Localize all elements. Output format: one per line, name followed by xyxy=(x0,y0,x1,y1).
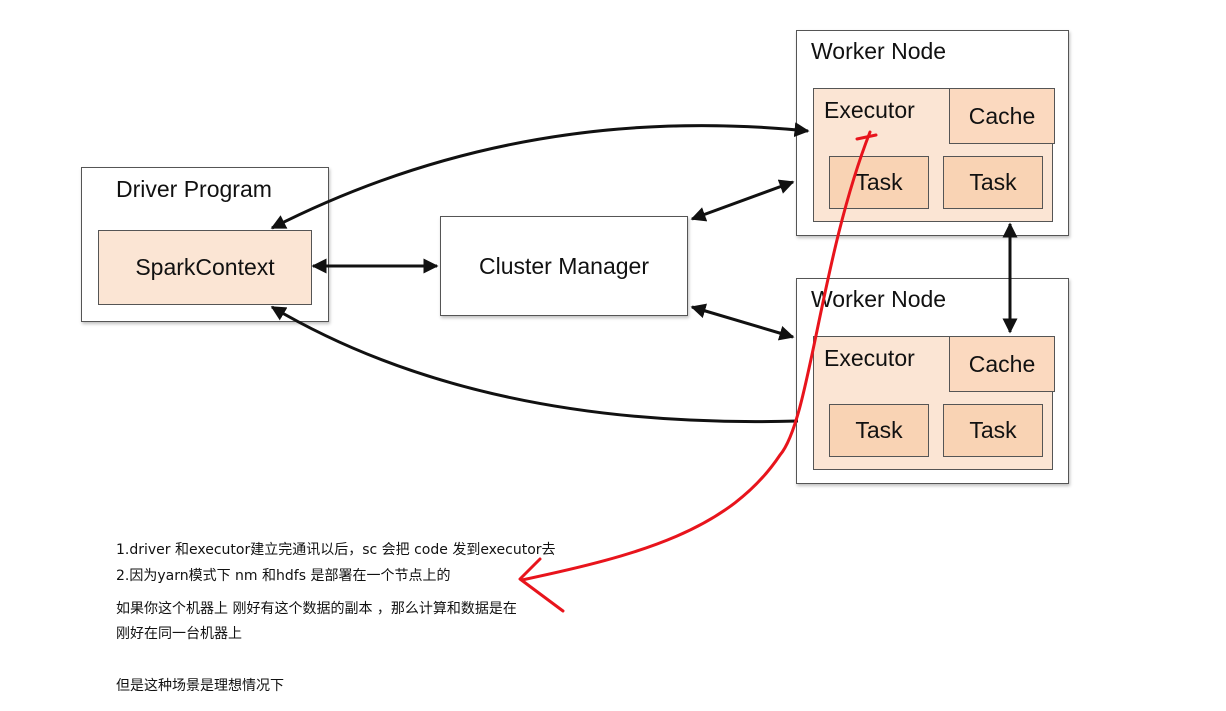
note-3: 如果你这个机器上 刚好有这个数据的副本 ，那么计算和数据是在 xyxy=(116,601,517,617)
executor-1-box: Executor Cache Task Task xyxy=(813,88,1055,222)
driver-program-title: Driver Program xyxy=(116,176,272,202)
arrow-manager-worker2 xyxy=(690,303,795,341)
arrow-manager-worker1 xyxy=(690,179,795,222)
note-2: 2.因为yarn模式下 nm 和hdfs 是部署在一个节点上的 xyxy=(116,568,451,584)
worker-node-2: Worker Node Executor Cache Task Task xyxy=(796,278,1069,484)
note-5: 但是这种场景是理想情况下 xyxy=(116,678,284,694)
arrow-driver-worker1 xyxy=(270,122,810,230)
note-4: 刚好在同一台机器上 xyxy=(116,626,242,642)
cache-1-label: Cache xyxy=(968,102,1036,129)
driver-program-box: Driver Program SparkContext xyxy=(81,167,329,322)
spark-context-label: SparkContext xyxy=(135,254,275,280)
arrow-driver-worker2 xyxy=(270,305,799,424)
task-2b: Task xyxy=(943,404,1043,457)
cluster-manager-label: Cluster Manager xyxy=(478,252,650,279)
cluster-manager-box: Cluster Manager xyxy=(440,216,688,316)
task-1a: Task xyxy=(829,156,929,209)
cache-2: Cache xyxy=(949,336,1055,392)
task-2b-label: Task xyxy=(969,417,1017,443)
executor-2-box: Executor Cache Task Task xyxy=(813,336,1055,470)
task-1b: Task xyxy=(943,156,1043,209)
spark-context-box: SparkContext xyxy=(98,230,312,305)
cache-1: Cache xyxy=(949,88,1055,144)
worker-node-2-title: Worker Node xyxy=(811,286,947,312)
task-2a-label: Task xyxy=(855,417,903,443)
executor-2-label: Executor xyxy=(824,345,915,371)
worker-node-1: Worker Node Executor Cache Task Task xyxy=(796,30,1069,236)
task-2a: Task xyxy=(829,404,929,457)
cache-2-label: Cache xyxy=(968,350,1036,377)
task-1b-label: Task xyxy=(969,169,1017,195)
executor-1-label: Executor xyxy=(824,97,915,123)
worker-node-1-title: Worker Node xyxy=(811,38,947,64)
task-1a-label: Task xyxy=(855,169,903,195)
note-1: 1.driver 和executor建立完通讯以后，sc 会把 code 发到e… xyxy=(116,542,556,558)
red-annotation-arrowhead xyxy=(518,557,565,613)
